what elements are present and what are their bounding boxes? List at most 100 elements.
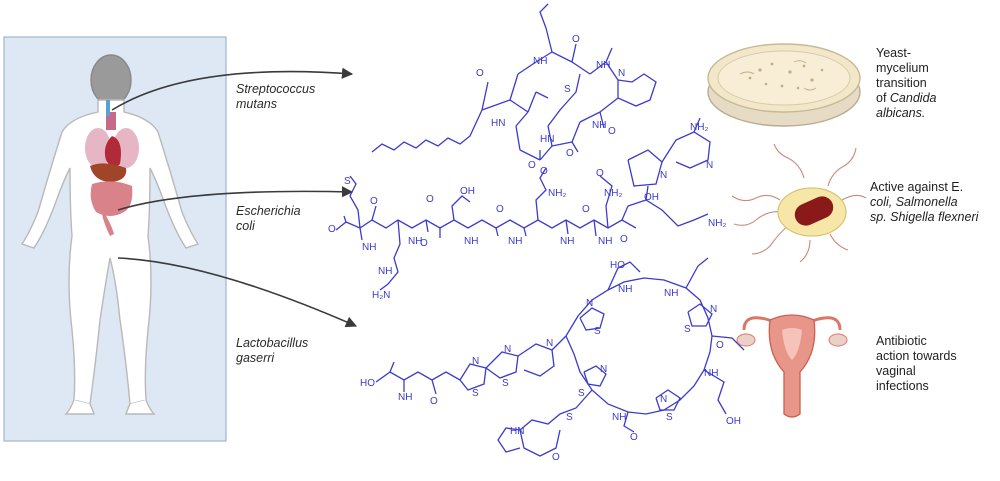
svg-text:N: N	[472, 356, 479, 367]
svg-text:NH: NH	[612, 412, 626, 423]
molecule-microcin-labels: O S NH O NH O OH O NH O NH O NH₂ NH O NH…	[328, 122, 726, 301]
label-line: coli	[236, 219, 255, 233]
effect-line: transition	[876, 76, 927, 90]
svg-text:O: O	[552, 452, 560, 463]
svg-text:N: N	[706, 160, 713, 171]
petri-dish-icon	[707, 43, 861, 127]
effect-line: of Candida	[876, 91, 936, 106]
svg-text:S: S	[566, 412, 573, 423]
svg-text:NH: NH	[596, 60, 610, 71]
svg-text:NH₂: NH₂	[548, 188, 566, 199]
effect-line: Antibiotic	[876, 334, 927, 348]
svg-text:HO: HO	[360, 378, 375, 389]
effect-line: mycelium	[876, 61, 929, 75]
svg-text:O: O	[370, 196, 378, 207]
svg-text:NH₂: NH₂	[690, 122, 708, 133]
label-escherichia: Escherichia coli	[236, 204, 301, 234]
svg-text:O: O	[608, 126, 616, 137]
effect-candida: Yeast- mycelium transition of Candida al…	[876, 46, 936, 121]
effect-line: albicans.	[876, 106, 926, 120]
svg-text:O: O	[496, 204, 504, 215]
svg-text:NH₂: NH₂	[708, 218, 726, 229]
svg-text:S: S	[564, 84, 571, 95]
label-streptococcus: Streptococcus mutans	[236, 82, 315, 112]
svg-text:O: O	[630, 432, 638, 443]
bacterium-icon	[731, 143, 867, 263]
svg-text:NH: NH	[704, 368, 718, 379]
molecule-mutanobactin	[371, 3, 657, 161]
arrow-vagina	[117, 257, 358, 328]
svg-text:N: N	[660, 170, 667, 181]
svg-text:O: O	[430, 396, 438, 407]
svg-text:HO: HO	[610, 260, 625, 271]
svg-text:NH: NH	[533, 56, 547, 67]
effect-line: infections	[876, 379, 929, 393]
svg-text:NH: NH	[398, 392, 412, 403]
svg-text:N: N	[546, 338, 553, 349]
molecule-microcin	[335, 117, 711, 291]
svg-text:O: O	[476, 68, 484, 79]
svg-text:NH: NH	[598, 236, 612, 247]
effect-text: of	[876, 91, 890, 105]
svg-text:N: N	[710, 304, 717, 315]
effect-line: action towards	[876, 349, 957, 363]
uterus-icon	[736, 314, 848, 418]
svg-text:S: S	[502, 378, 509, 389]
arrow-mouth	[111, 67, 354, 111]
svg-text:NH: NH	[464, 236, 478, 247]
effect-line: coli, Salmonella	[870, 195, 958, 209]
svg-text:O: O	[420, 238, 428, 249]
svg-text:O: O	[582, 204, 590, 215]
label-line: mutans	[236, 97, 277, 111]
effect-line: sp. Shigella flexneri	[870, 210, 979, 224]
effect-line: Active against E.	[870, 180, 964, 194]
svg-text:NH: NH	[618, 284, 632, 295]
effect-line: Yeast-	[876, 46, 911, 60]
svg-text:S: S	[666, 412, 673, 423]
svg-text:N: N	[660, 394, 667, 405]
svg-text:S: S	[594, 326, 601, 337]
svg-text:HN: HN	[540, 134, 554, 145]
svg-text:H₂N: H₂N	[372, 290, 390, 301]
svg-text:N: N	[600, 364, 607, 375]
svg-text:NH: NH	[508, 236, 522, 247]
svg-text:O: O	[528, 160, 536, 171]
label-line: gaserri	[236, 351, 275, 365]
svg-text:O: O	[596, 168, 604, 179]
svg-text:OH: OH	[644, 192, 659, 203]
svg-text:O: O	[328, 224, 336, 235]
svg-text:N: N	[504, 344, 511, 355]
effect-vaginal: Antibiotic action towards vaginal infect…	[876, 334, 957, 394]
svg-text:O: O	[620, 234, 628, 245]
svg-text:O: O	[426, 194, 434, 205]
svg-text:S: S	[578, 388, 585, 399]
svg-text:N: N	[586, 298, 593, 309]
arrow-gut	[117, 186, 354, 211]
organs-icon	[85, 100, 139, 236]
label-line: Lactobacillus	[236, 336, 309, 350]
svg-text:NH: NH	[408, 236, 422, 247]
svg-text:S: S	[344, 176, 351, 187]
svg-text:NH: NH	[378, 266, 392, 277]
svg-text:OH: OH	[726, 416, 741, 427]
effect-antibacterial: Active against E. coli, Salmonella sp. S…	[870, 180, 978, 225]
molecule-mutanobactin-labels: O NH O NH N O S NH HN HN O O	[476, 34, 625, 171]
label-lactobacillus: Lactobacillus gaserri	[236, 336, 308, 366]
svg-text:O: O	[572, 34, 580, 45]
human-body-icon	[20, 54, 200, 415]
svg-text:S: S	[472, 388, 479, 399]
svg-text:OH: OH	[460, 186, 475, 197]
effect-italic: Candida	[889, 91, 937, 105]
molecule-thiopeptide-labels: HO NH O N S N S N N S HO NH NH S N O NH …	[360, 260, 741, 463]
svg-text:HN: HN	[510, 426, 524, 437]
svg-text:O: O	[540, 166, 548, 177]
molecule-thiopeptide	[375, 257, 745, 457]
svg-text:NH₂: NH₂	[604, 188, 622, 199]
svg-text:NH: NH	[664, 288, 678, 299]
label-line: Escherichia	[236, 204, 301, 218]
svg-text:NH: NH	[592, 120, 606, 131]
effect-line: vaginal	[876, 364, 916, 378]
label-line: Streptococcus	[236, 82, 316, 96]
